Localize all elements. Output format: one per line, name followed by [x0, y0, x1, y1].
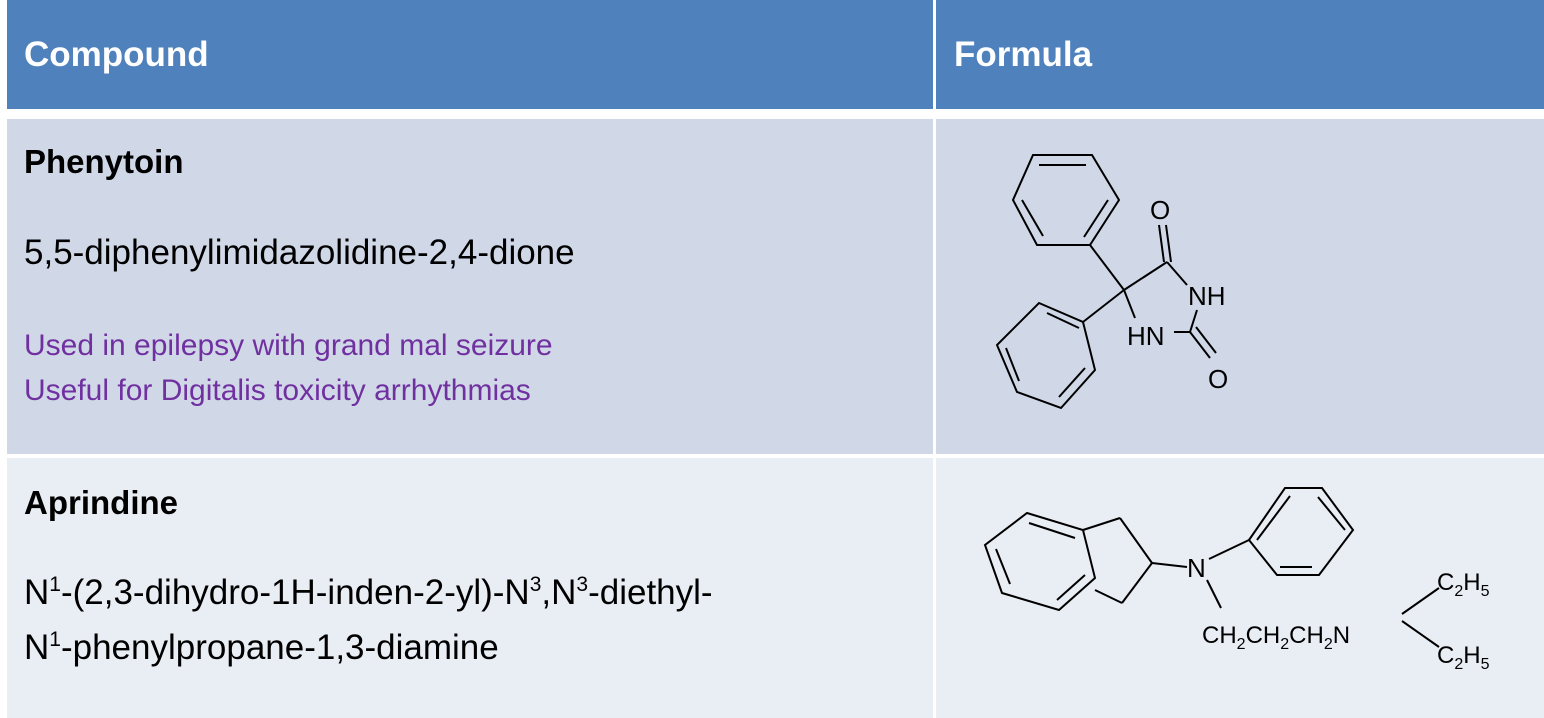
aprindine-structure: N CH2CH2CH2N C2H5 C2H5: [983, 487, 1490, 673]
note-line-2: Useful for Digitalis toxicity arrhythmia…: [24, 374, 531, 407]
table-row-phenytoin: Phenytoin 5,5-diphenylimidazolidine-2,4-…: [7, 119, 1544, 454]
ethyl-label-bottom: C2H5: [1437, 642, 1490, 673]
compound-table: Compound Formula Phenytoin 5,5-diphenyli…: [7, 0, 1544, 718]
phenytoin-structure: O NH HN O: [995, 154, 1228, 410]
hn-label: HN: [1127, 321, 1165, 351]
amine-n-label: N: [1187, 553, 1206, 583]
iupac-name-line-2: N1-phenylpropane-1,3-diamine: [24, 628, 499, 667]
header-formula: Formula: [954, 34, 1093, 74]
oxygen-bottom-label: O: [1208, 364, 1228, 394]
iupac-name: 5,5-diphenylimidazolidine-2,4-dione: [24, 233, 575, 272]
propyl-chain-label: CH2CH2CH2N: [1202, 622, 1350, 653]
compound-name: Phenytoin: [24, 143, 184, 180]
table-row-aprindine: Aprindine N1-(2,3-dihydro-1H-inden-2-yl)…: [7, 458, 1544, 718]
oxygen-top-label: O: [1150, 195, 1170, 225]
table-header: Compound Formula: [7, 0, 1544, 109]
note-line-1: Used in epilepsy with grand mal seizure: [24, 329, 553, 362]
compound-name: Aprindine: [24, 484, 178, 521]
iupac-name-line-1: N1-(2,3-dihydro-1H-inden-2-yl)-N3,N3-die…: [24, 573, 713, 612]
ethyl-label-top: C2H5: [1437, 569, 1490, 600]
column-divider: [933, 0, 936, 718]
nh-label: NH: [1188, 281, 1226, 311]
header-compound: Compound: [24, 34, 209, 74]
